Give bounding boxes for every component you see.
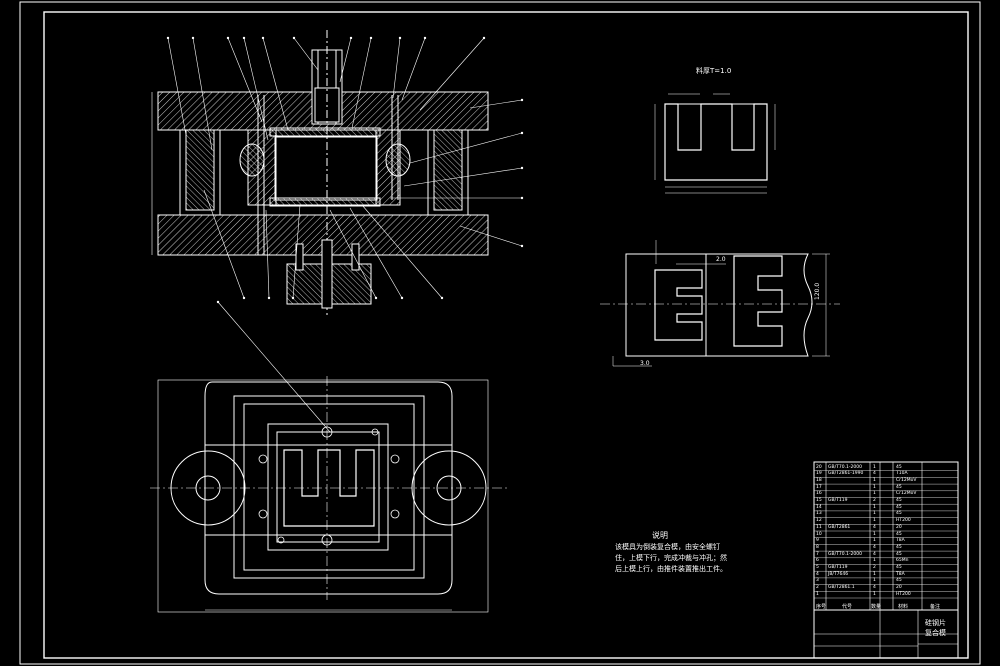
bom-cell-name: JB/T7646 — [828, 571, 849, 577]
bom-cell-name: GB/T2861.1 — [828, 585, 855, 591]
bom-cell-qty: 4 — [873, 524, 876, 530]
bom-cell-no: 5 — [816, 565, 819, 570]
bom-cell-no: 20 — [816, 464, 822, 470]
bom-header-mat: 材料 — [898, 604, 909, 610]
bom-cell-no: 12 — [816, 518, 822, 524]
bom-cell-qty: 2 — [873, 498, 876, 503]
drawing-frame — [19, 1, 981, 665]
plan-view — [150, 376, 508, 613]
bom-cell-no: 4 — [816, 571, 819, 577]
section-view — [151, 30, 524, 433]
bom-cell-mat: T8A — [896, 571, 905, 577]
bom-cell-no: 7 — [816, 551, 819, 557]
bom-cell-mat: 45 — [896, 498, 902, 503]
bom-cell-name: GB/T2861 — [828, 524, 851, 530]
dim-gap: 3.0 — [640, 360, 650, 367]
bom-cell-no: 1 — [816, 591, 819, 597]
bom-cell-mat: 45 — [896, 544, 902, 550]
bom-cell-name: GB/T70.1-2000 — [828, 551, 862, 557]
bom-cell-no: 16 — [816, 491, 822, 497]
bom-cell-no: 11 — [816, 524, 822, 530]
bom-cell-mat: 45 — [896, 578, 902, 584]
bom-cell-qty: 4 — [873, 585, 876, 591]
bom-cell-qty: 1 — [873, 531, 876, 537]
bom-cell-qty: 1 — [873, 484, 876, 490]
bom-cell-qty: 1 — [873, 491, 876, 497]
strip-layout — [600, 240, 840, 367]
notes-line-2: 住，上模下行，完成冲裁与冲孔；然 — [615, 554, 727, 562]
bom-cell-mat: Cr12MoV — [896, 491, 917, 497]
bom-cell-mat: 45 — [896, 511, 902, 517]
part-name-2: 复合模 — [925, 629, 946, 637]
bom-cell-mat: T10A — [896, 471, 908, 477]
bom-header-no: 序号 — [816, 604, 827, 610]
bom-cell-qty: 4 — [873, 551, 876, 557]
notes-title: 说明 — [652, 531, 668, 540]
dim-strip-height: 120.0 — [814, 282, 821, 300]
bom-cell-no: 19 — [816, 471, 822, 477]
bom-cell-no: 2 — [816, 585, 819, 591]
dim-pitch: 2.0 — [716, 256, 726, 263]
bom-cell-no: 10 — [816, 531, 822, 537]
bom-cell-no: 15 — [816, 498, 822, 503]
bom-cell-no: 13 — [816, 511, 822, 517]
notes-line-1: 该模具为倒装复合模，由安全螺钉 — [615, 543, 720, 551]
bom-cell-mat: 45 — [896, 565, 902, 570]
bom-cell-qty: 1 — [873, 464, 876, 470]
bom-cell-no: 8 — [816, 544, 819, 550]
bom-cell-mat: Cr12MoV — [896, 477, 917, 483]
bom-cell-no: 9 — [816, 538, 819, 544]
bom-cell-mat: 45 — [896, 531, 902, 537]
bom-cell-mat: 20 — [896, 585, 902, 591]
bom-cell-mat: 45 — [896, 464, 902, 470]
part-name-1: 硅钢片 — [925, 619, 946, 627]
bom-cell-mat: T8A — [896, 538, 905, 544]
bom-cell-no: 18 — [816, 477, 822, 483]
bom-cell-no: 3 — [816, 578, 819, 584]
bom-cell-qty: 1 — [873, 571, 876, 577]
bom-cell-mat: HT200 — [896, 518, 911, 524]
bom-row-lines — [814, 470, 958, 599]
bom-cell-name: GB/T70.1-2000 — [828, 464, 862, 470]
bom-cell-name: GB/T119 — [828, 565, 848, 570]
bom-cell-qty: 1 — [873, 558, 876, 564]
bom-cell-qty: 1 — [873, 538, 876, 544]
bom-cell-qty: 1 — [873, 518, 876, 524]
bom-cell-qty: 1 — [873, 511, 876, 517]
bom-cell-qty: 1 — [873, 578, 876, 584]
bom-cell-no: 17 — [816, 484, 822, 490]
bom-cell-qty: 1 — [873, 477, 876, 483]
bom-header-qty: 数量 — [871, 604, 882, 610]
bom-cell-qty: 4 — [873, 544, 876, 550]
bom-cell-mat: HT200 — [896, 591, 911, 597]
part-view — [654, 93, 776, 194]
bom-cell-mat: 45 — [896, 484, 902, 490]
bom-cell-name: GB/T119 — [828, 498, 848, 503]
bom-cell-mat: 45 — [896, 551, 902, 557]
bom-cell-mat: 65Mn — [896, 558, 909, 564]
strip-thickness-label: 料厚T=1.0 — [696, 67, 732, 75]
bom-cell-qty: 4 — [873, 471, 876, 477]
bom-cell-mat: 45 — [896, 504, 902, 510]
bom-header-note: 备注 — [930, 604, 941, 610]
title-block — [813, 461, 959, 659]
bom-cell-mat: 20 — [896, 524, 902, 530]
notes-line-3: 后上模上行，由推件装置推出工件。 — [615, 565, 727, 573]
bom-cell-qty: 2 — [873, 565, 876, 570]
bom-cell-qty: 1 — [873, 591, 876, 597]
bom-cell-qty: 1 — [873, 504, 876, 510]
bom-header-name: 代号 — [842, 604, 853, 610]
bom-cell-name: GB/T2861-1990 — [828, 471, 864, 477]
bom-cell-no: 6 — [816, 558, 819, 564]
bom-cell-no: 14 — [816, 504, 822, 510]
